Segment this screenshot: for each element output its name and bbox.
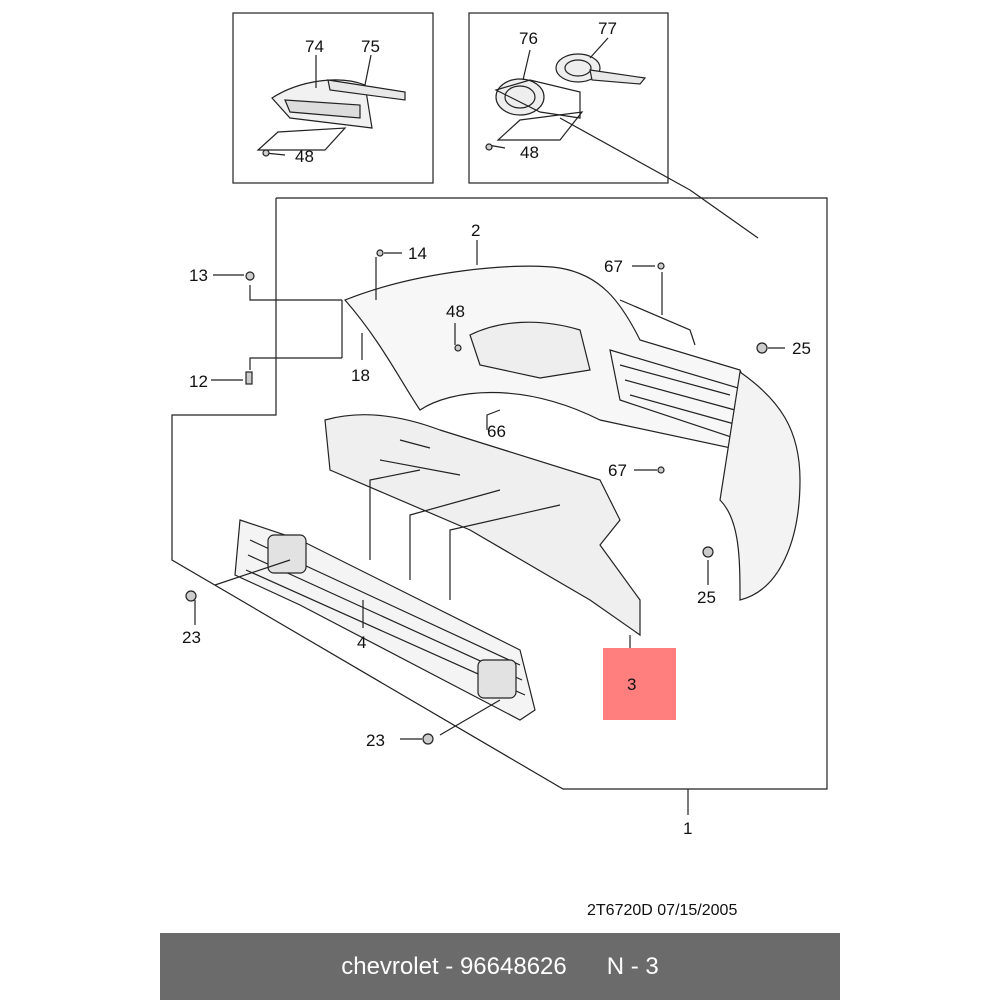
callout-labels: 74 75 48 76 77 48 2 14 13 12 18 48 67 67… (182, 19, 811, 838)
document-code: 2T6720D 07/15/2005 (587, 902, 738, 919)
inset-box-left (232, 12, 434, 184)
callout-1: 1 (683, 819, 692, 838)
callout-77: 77 (598, 19, 617, 38)
fasteners (185, 143, 768, 745)
bracket-74-75 (256, 54, 406, 156)
callout-14: 14 (408, 244, 427, 263)
leader-lines (194, 240, 785, 740)
callout-3: 3 (627, 675, 636, 694)
callout-74: 74 (305, 37, 324, 56)
footer-part-number: 96648626 (459, 952, 567, 980)
callout-48-right-inset: 48 (520, 143, 539, 162)
callout-13: 13 (189, 266, 208, 285)
callout-23-left: 23 (182, 628, 201, 647)
highlight-box (603, 648, 676, 720)
bumper-upper-part-2 (343, 265, 801, 601)
footer-brand: chevrolet (341, 952, 439, 980)
callout-25-lower: 25 (697, 588, 716, 607)
callout-76: 76 (519, 29, 538, 48)
callout-48-left-inset: 48 (295, 147, 314, 166)
callout-25-upper: 25 (792, 339, 811, 358)
footer-spacer (567, 953, 607, 981)
callout-2: 2 (471, 221, 480, 240)
callout-23-bottom: 23 (366, 731, 385, 750)
callout-4: 4 (357, 633, 366, 652)
bumper-lower-panel-3 (324, 414, 641, 648)
inset-box-right (468, 12, 669, 184)
callout-48-main: 48 (446, 302, 465, 321)
callout-75: 75 (361, 37, 380, 56)
callout-67-lower: 67 (608, 461, 627, 480)
callout-12: 12 (189, 372, 208, 391)
callout-66: 66 (487, 422, 506, 441)
callout-67-upper: 67 (604, 257, 623, 276)
foglamp-bezel-76-77 (487, 37, 759, 239)
callout-18: 18 (351, 366, 370, 385)
footer-separator: - (438, 952, 460, 980)
grille-part-4 (234, 519, 536, 721)
footer-page: N - 3 (606, 952, 659, 980)
assembly-boundary (171, 197, 828, 790)
footer-bar: chevrolet - 96648626 N - 3 (160, 933, 840, 1000)
